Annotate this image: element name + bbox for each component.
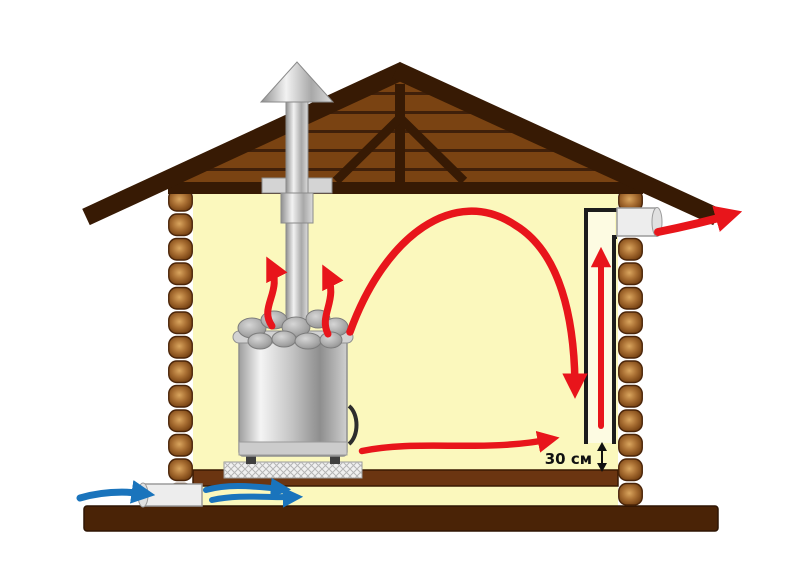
roof-brace-right — [396, 114, 468, 185]
hot-air-flow — [264, 205, 743, 455]
stove-leg-left — [246, 452, 256, 464]
floor-return-arrow — [358, 430, 560, 455]
ceiling-beam — [168, 180, 643, 194]
gap-label: 30 см — [545, 450, 592, 468]
left-log-wall — [168, 188, 193, 506]
base-beam — [83, 505, 719, 532]
stone — [271, 330, 297, 348]
measure-arrowhead-down — [597, 463, 607, 472]
intake-pipe — [141, 483, 203, 507]
stone — [294, 332, 322, 350]
intake-outside-arrow — [76, 480, 156, 504]
stove-door-handle — [347, 404, 359, 446]
exhaust-pipe — [616, 207, 658, 237]
duct-outer-wall — [584, 208, 617, 444]
stone — [247, 332, 273, 350]
stove-body — [238, 337, 348, 457]
right-log-wall — [618, 188, 643, 506]
masonry-pad-hatch — [224, 462, 362, 478]
chimney — [259, 61, 335, 339]
underfloor-arrow-1 — [203, 477, 292, 499]
roof-slope-left — [82, 61, 408, 226]
stove-leg-right — [330, 452, 340, 464]
chimney-cap-cone — [259, 61, 335, 103]
roof-brace-left — [332, 114, 404, 185]
underfloor-arrow-2 — [209, 487, 304, 508]
measure-arrowhead-up — [597, 442, 607, 451]
exhaust-out-arrow — [654, 205, 743, 236]
convection-arc-arrow — [346, 207, 588, 399]
chimney-collar — [280, 192, 314, 224]
sauna-stove — [223, 309, 363, 479]
cold-air-flow — [76, 477, 304, 508]
roof-king-post — [395, 84, 405, 182]
roof-slope-right — [392, 61, 721, 226]
stove-base-band — [238, 441, 348, 456]
gap-measurement: 30 см — [545, 442, 607, 472]
hot-rise-arrow-right — [321, 264, 344, 338]
hot-rise-arrow-left — [264, 256, 288, 330]
duct-inner-wall — [612, 235, 617, 444]
